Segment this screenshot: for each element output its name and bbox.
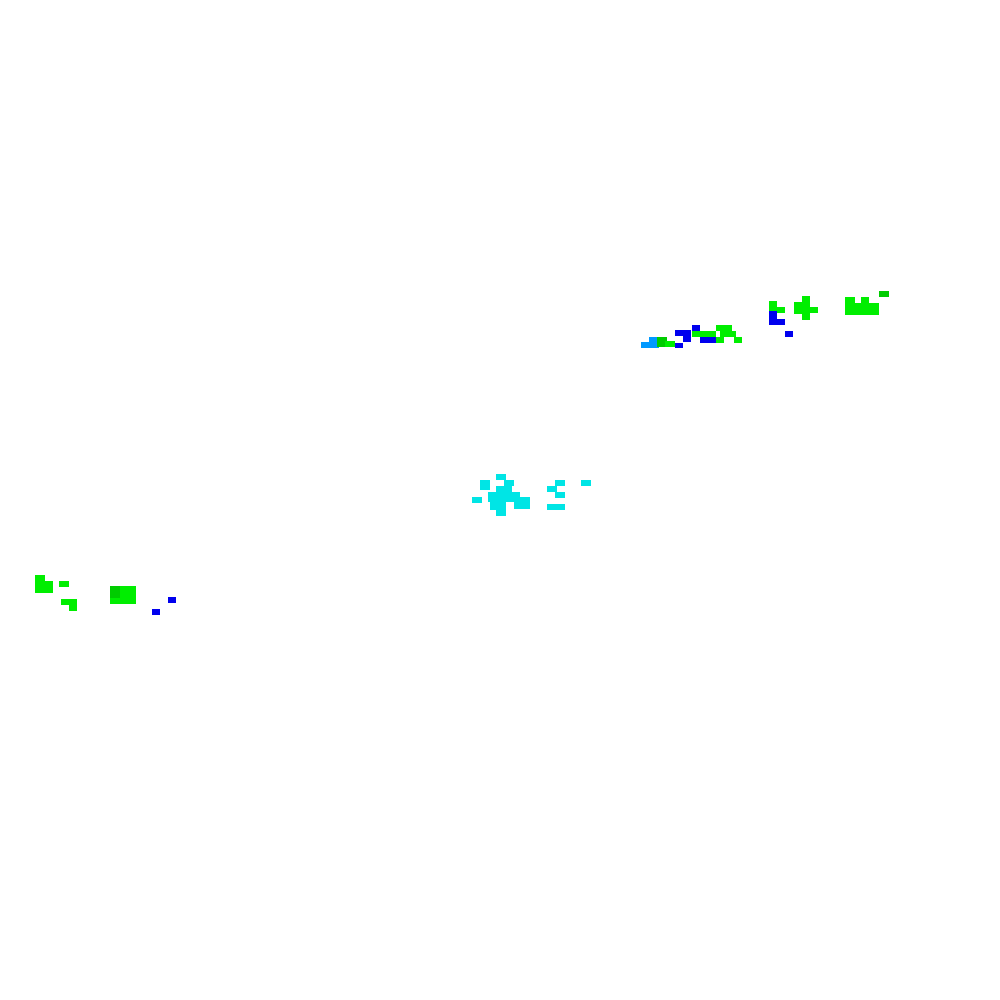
radar-echo-pixel bbox=[488, 492, 520, 502]
radar-echo-pixel bbox=[769, 311, 777, 319]
radar-echo-pixel bbox=[657, 337, 667, 347]
radar-echo-pixel bbox=[496, 474, 506, 480]
radar-echo-pixel bbox=[69, 605, 77, 611]
radar-echo-pixel bbox=[806, 307, 818, 313]
radar-echo-pixel bbox=[785, 331, 793, 337]
radar-echo-pixel bbox=[35, 575, 45, 581]
radar-echo-pixel bbox=[59, 581, 69, 587]
radar-echo-pixel bbox=[769, 319, 785, 325]
radar-echo-pixel bbox=[480, 480, 490, 490]
radar-echo-pixel bbox=[581, 480, 591, 486]
radar-echo-pixel bbox=[734, 337, 742, 343]
radar-echo-pixel bbox=[720, 331, 736, 337]
radar-echo-pixel bbox=[504, 480, 514, 486]
radar-echo-pixel bbox=[496, 486, 512, 492]
radar-echo-pixel bbox=[61, 599, 77, 605]
radar-echo-pixel bbox=[496, 510, 506, 516]
radar-echo-pixel bbox=[665, 341, 675, 347]
radar-echo-pixel bbox=[845, 303, 879, 315]
radar-echo-pixel bbox=[777, 307, 785, 313]
radar-echo-pixel bbox=[35, 581, 53, 593]
radar-echo-pixel bbox=[675, 343, 683, 348]
radar-echo-pixel bbox=[845, 297, 855, 303]
radar-echo-pixel bbox=[547, 504, 565, 510]
radar-echo-pixel bbox=[547, 486, 557, 492]
radar-echo-pixel bbox=[168, 597, 176, 603]
radar-echo-pixel bbox=[692, 325, 700, 331]
radar-echo-pixel bbox=[472, 497, 482, 503]
radar-echo-pixel bbox=[110, 598, 120, 604]
radar-echo-pixel bbox=[769, 301, 777, 311]
radar-echo-pixel bbox=[152, 609, 160, 615]
radar-echo-pixel bbox=[641, 342, 659, 348]
radar-echo-pixel bbox=[716, 325, 732, 331]
echo-cluster-center bbox=[472, 474, 591, 516]
radar-echo-pixel bbox=[692, 331, 716, 337]
radar-echo-pixel bbox=[649, 337, 659, 343]
radar-echo-pixel bbox=[700, 337, 716, 343]
radar-echo-pixel bbox=[120, 586, 136, 604]
radar-echo-pixel bbox=[675, 330, 691, 336]
radar-echo-pixel bbox=[879, 291, 889, 297]
echo-cluster-northeast bbox=[641, 291, 889, 348]
radar-echo-pixel bbox=[555, 492, 565, 498]
radar-echo-pixel bbox=[555, 480, 565, 486]
echo-cluster-west bbox=[35, 575, 176, 615]
radar-echo-pixel bbox=[861, 297, 869, 303]
radar-echo-pixel bbox=[716, 337, 724, 343]
radar-echo-pixel bbox=[514, 497, 530, 509]
radar-echo-pixel bbox=[490, 502, 506, 510]
radar-echo-pixel bbox=[683, 336, 691, 342]
